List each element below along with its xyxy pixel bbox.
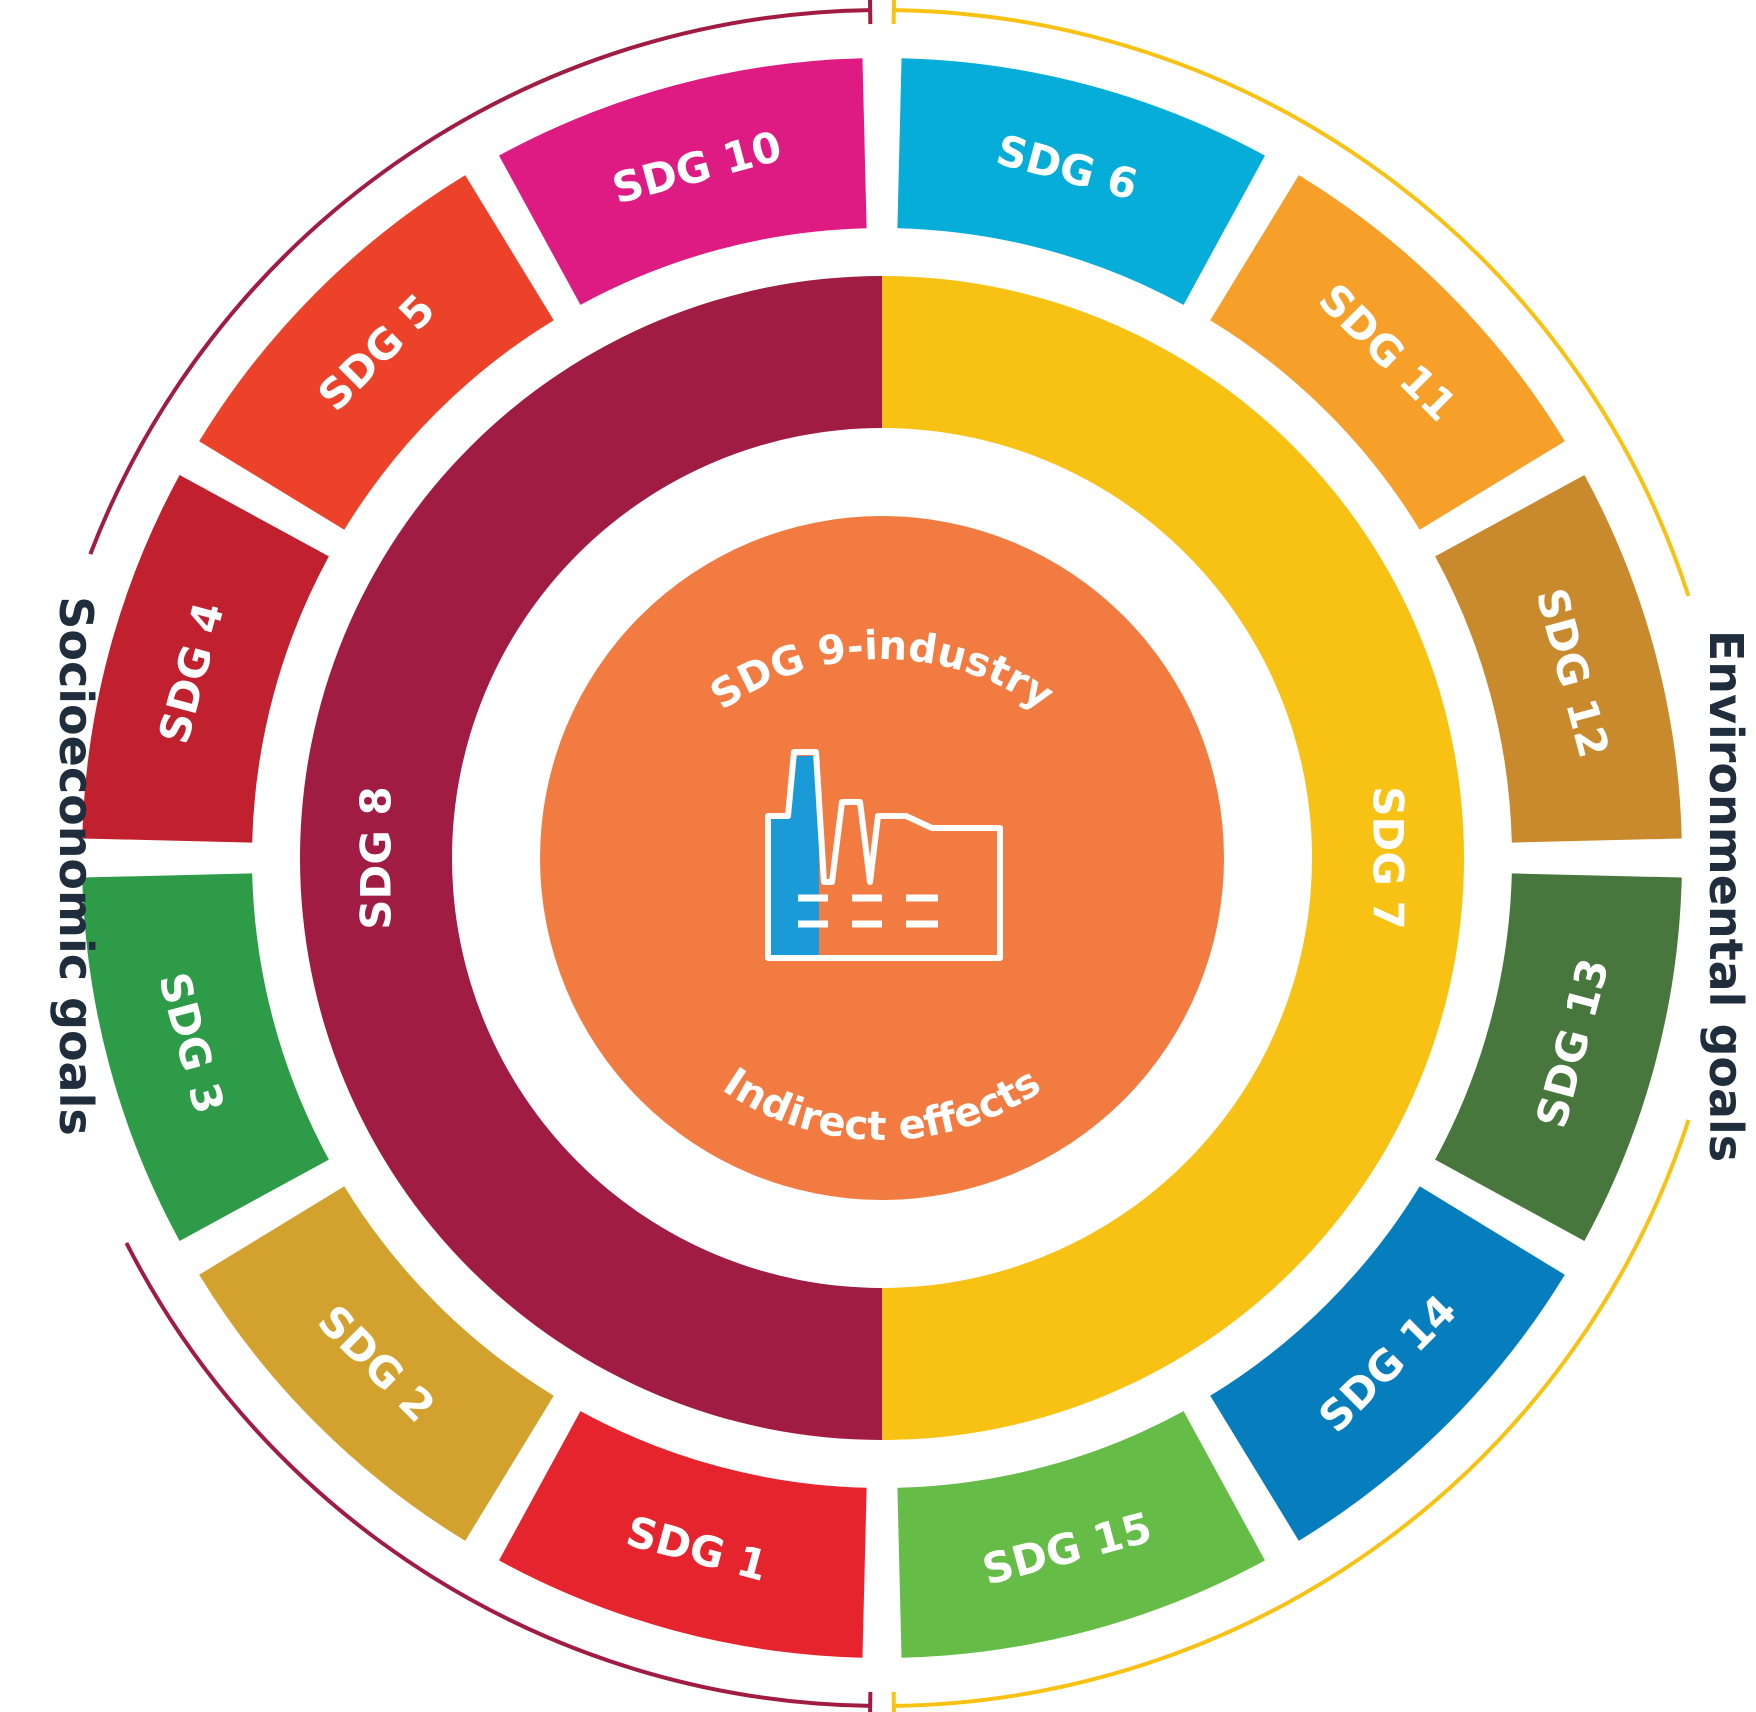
environmental-bracket-lower [893,1119,1691,1708]
outer-segment-sdg-3 [82,873,329,1241]
middle-segment-sdg-7 [882,276,1464,1440]
outer-segment-sdg-13 [1435,873,1682,1241]
outer-segment-sdg-2 [199,1186,554,1541]
outer-segment-sdg-12 [1435,475,1682,843]
outer-segment-sdg-11 [1210,175,1565,530]
outer-segment-sdg-14 [1210,1186,1565,1541]
outer-segment-sdg-15 [897,1411,1265,1658]
outer-segment-sdg-4 [82,475,329,843]
outer-segment-sdg-10 [499,58,867,305]
environmental-goals-label: Environmental goals [1699,630,1753,1162]
outer-segment-sdg-5 [199,175,554,530]
middle-segment-sdg-8 [300,276,882,1440]
middle-label-sdg-7: SDG 7 [1364,786,1413,929]
middle-label-sdg-8: SDG 8 [352,786,401,929]
socioeconomic-bracket-upper [88,8,871,555]
outer-segment-sdg-6 [897,58,1265,305]
factory-icon [765,749,1003,961]
middle-ring: SDG 8 SDG 7 [300,276,1464,1440]
core-circle [540,516,1224,1200]
group-brackets [88,0,1691,1712]
environmental-bracket-upper [893,8,1691,597]
outer-segment-sdg-1 [499,1411,867,1658]
socioeconomic-bracket-lower [124,1242,871,1708]
socioeconomic-goals-label: Socioeconomic goals [49,596,103,1136]
